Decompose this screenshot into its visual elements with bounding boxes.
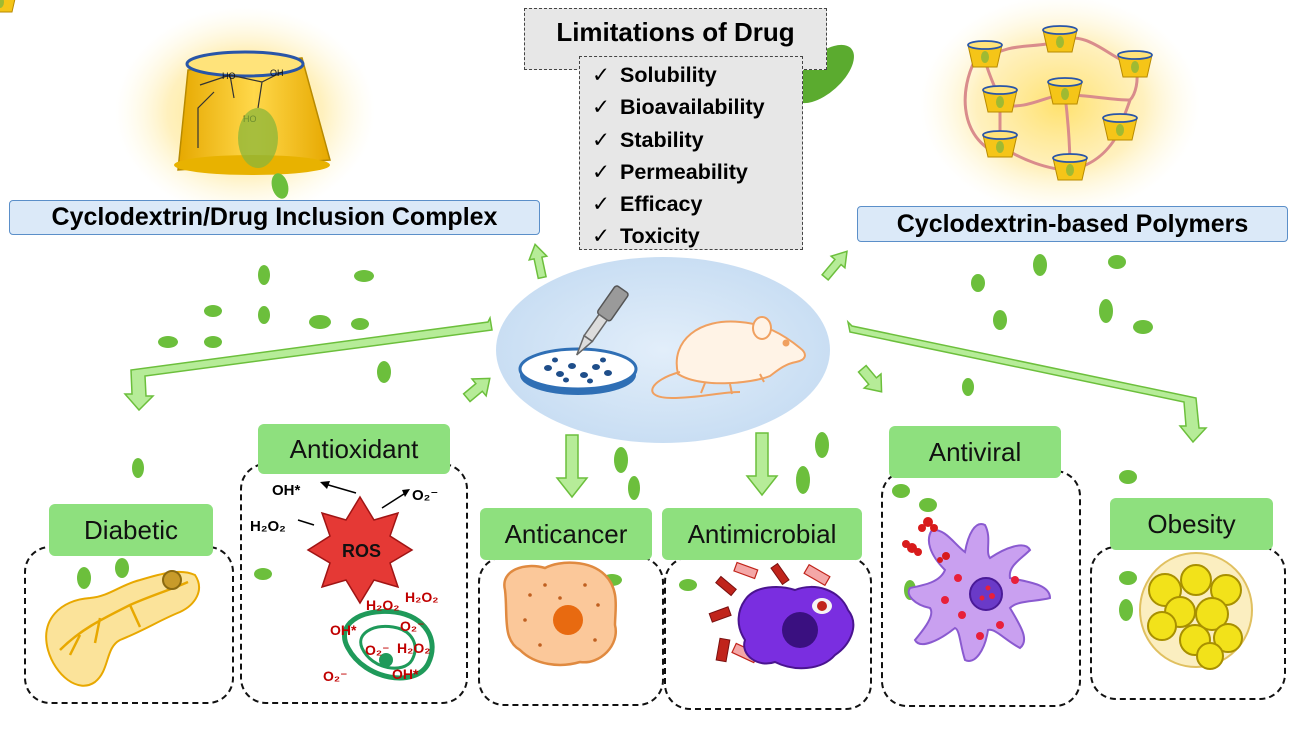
cyclodextrin-polymer-network-icon — [0, 0, 1200, 215]
oh-radical-label: OH* — [392, 666, 419, 682]
limitation-label: Permeability — [620, 159, 748, 184]
antioxidant-label: Antioxidant — [289, 433, 419, 464]
virus-infected-cell-icon — [902, 517, 1052, 662]
antiviral-label-box: Antiviral — [889, 426, 1061, 478]
mouse-icon — [651, 316, 806, 400]
antimicrobial-panel — [664, 556, 872, 710]
oh-radical-label: OH* — [330, 622, 357, 638]
antimicrobial-label-box: Antimicrobial — [662, 508, 862, 560]
diabetic-panel — [24, 546, 234, 704]
hydrogen-peroxide-label: H₂O₂ — [397, 640, 431, 656]
limitation-item: ✓ Stability — [592, 124, 802, 156]
hydrogen-peroxide-label: H₂O₂ — [366, 597, 400, 613]
limitation-label: Stability — [620, 127, 704, 152]
anticancer-label: Anticancer — [504, 518, 628, 549]
drug-pill-icon — [792, 44, 854, 104]
limitation-label: Toxicity — [620, 224, 700, 249]
center-ellipse — [496, 257, 830, 443]
hydrogen-peroxide-label: H₂O₂ — [250, 518, 286, 535]
checkmark-icon: ✓ — [592, 63, 611, 87]
arrow-to-antioxidant — [462, 377, 491, 403]
arrow-to-antiviral — [857, 364, 883, 393]
cyclodextrin-cone-icon: HO OH HO — [115, 7, 375, 217]
hydroxyl-label-2: OH — [270, 68, 284, 78]
limitation-item: ✓ Efficacy — [592, 188, 802, 220]
arrow-to-antimicrobial — [745, 432, 779, 497]
hydrogen-peroxide-label: H₂O₂ — [405, 589, 439, 605]
diabetic-label: Diabetic — [84, 514, 178, 545]
adipocyte-icon — [1139, 552, 1253, 670]
macrophage-bacteria-icon — [708, 561, 855, 670]
arrow-to-polymers — [821, 250, 848, 281]
scattered-drug-pills — [77, 254, 1153, 621]
limitation-item: ✓ Bioavailability — [592, 91, 802, 123]
limitation-item: ✓ Permeability — [592, 156, 802, 188]
polymers-label: Cyclodextrin-based Polymers — [896, 209, 1249, 238]
obesity-label: Obesity — [1147, 508, 1236, 539]
superoxide-label: O₂⁻ — [412, 487, 439, 504]
antimicrobial-label: Antimicrobial — [687, 518, 837, 549]
checkmark-icon: ✓ — [592, 127, 611, 152]
ros-cell-icon — [297, 481, 435, 681]
superoxide-label: O₂⁻ — [323, 668, 348, 684]
inclusion-complex-label: Cyclodextrin/Drug Inclusion Complex — [51, 203, 498, 231]
anticancer-panel — [478, 556, 664, 706]
diabetic-label-box: Diabetic — [49, 504, 213, 556]
flow-arrows — [123, 242, 1208, 499]
antiviral-panel — [881, 470, 1081, 707]
superoxide-label: O₂⁻ — [400, 618, 425, 634]
limitation-item: ✓ Toxicity — [592, 220, 802, 252]
inclusion-complex-label-box: Cyclodextrin/Drug Inclusion Complex — [9, 200, 540, 235]
antiviral-label: Antiviral — [928, 436, 1022, 467]
ros-star-icon — [306, 495, 414, 605]
arrow-to-anticancer — [555, 434, 589, 499]
anticancer-label-box: Anticancer — [480, 508, 652, 560]
oh-radical-label: OH* — [272, 482, 301, 499]
petri-dish-pipette-icon — [518, 285, 638, 395]
limitations-title: Limitations of Drug — [556, 17, 795, 47]
obesity-label-box: Obesity — [1110, 498, 1273, 550]
checkmark-icon: ✓ — [592, 95, 611, 120]
checkmark-icon: ✓ — [592, 159, 611, 184]
limitation-item: ✓ Solubility — [592, 59, 802, 91]
obesity-panel — [1090, 546, 1286, 700]
antioxidant-label-box: Antioxidant — [258, 424, 450, 474]
ros-label: ROS — [342, 541, 381, 561]
superoxide-label: O₂⁻ — [365, 642, 390, 658]
cancer-cell-icon — [503, 561, 618, 667]
checkmark-icon: ✓ — [592, 224, 611, 249]
hydroxyl-label-1: HO — [222, 71, 236, 81]
arrow-to-diabetic — [123, 315, 493, 412]
checkmark-icon: ✓ — [592, 192, 611, 217]
limitations-list: ✓Solubility ✓Bioavailability ✓Stability … — [579, 56, 803, 250]
limitation-label: Efficacy — [620, 192, 703, 217]
polymers-label-box: Cyclodextrin-based Polymers — [857, 206, 1288, 242]
limitation-label: Bioavailability — [620, 95, 765, 120]
arrow-to-complex — [528, 242, 549, 280]
limitation-label: Solubility — [620, 63, 717, 87]
pancreas-icon — [45, 570, 200, 687]
arrow-to-obesity — [846, 319, 1208, 444]
